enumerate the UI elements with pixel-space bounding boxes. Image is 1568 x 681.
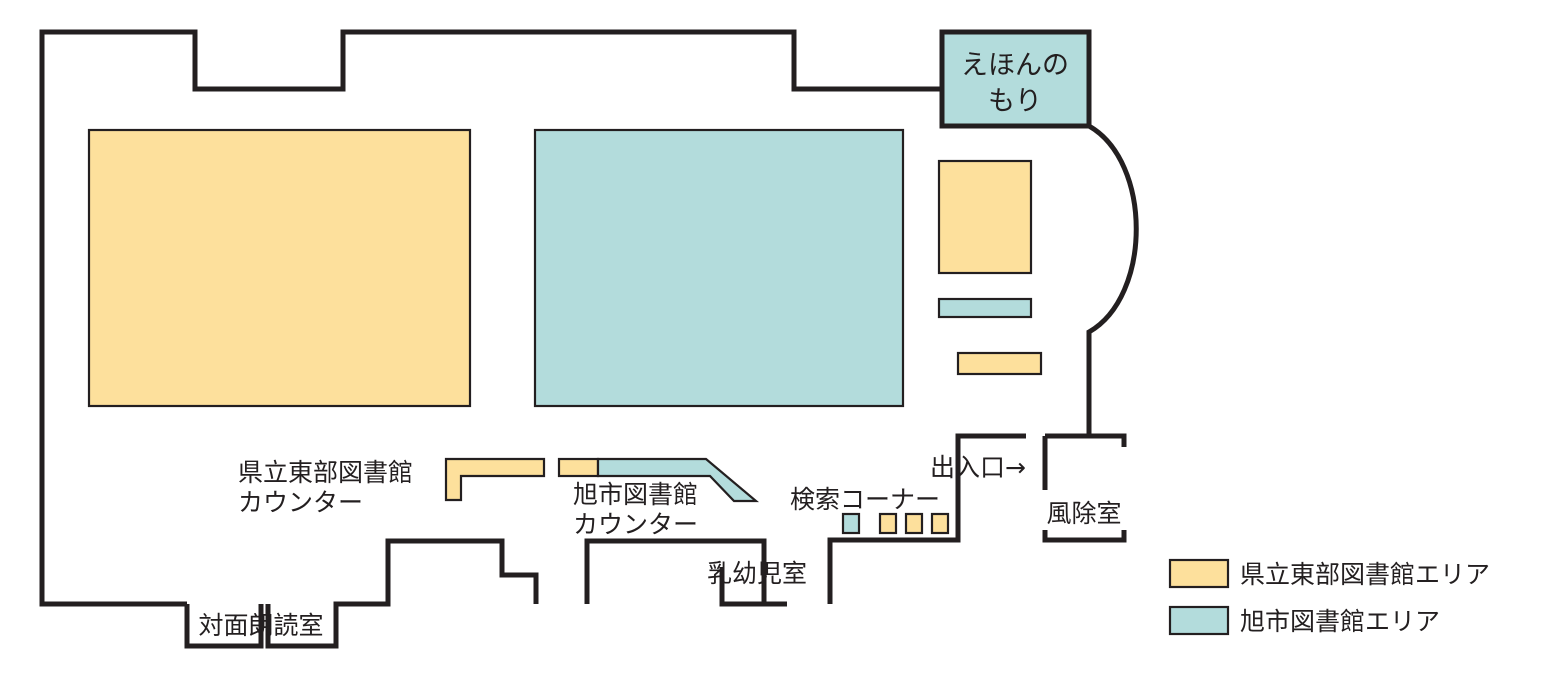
city-counter[interactable] — [596, 457, 760, 503]
nursery-room-label: 乳幼児室 — [707, 559, 807, 588]
ehon-no-mori-label-2: もり — [988, 86, 1042, 117]
outer-wall — [39, 29, 1139, 607]
reading-room-wall-left — [184, 604, 264, 649]
legend-label-city: 旭市図書館エリア — [1240, 607, 1440, 636]
nursery-wall-left — [584, 538, 787, 607]
entrance-label: 出入口→ — [930, 453, 1026, 482]
entrance-wall — [1045, 433, 1127, 447]
walls — [39, 29, 1139, 649]
search-corner-wall — [827, 433, 1026, 604]
legend: 県立東部図書館エリア 旭市図書館エリア — [1168, 558, 1490, 636]
city-shelf-right[interactable] — [937, 297, 1033, 319]
windbreak-room-wall — [1042, 436, 1127, 543]
prefectural-counter-label-2: カウンター — [238, 488, 363, 517]
prefectural-shelf-right[interactable] — [956, 351, 1043, 376]
ehon-no-mori-label-1: えほんの — [961, 50, 1069, 81]
labels: えほんの もり 県立東部図書館 カウンター 旭市図書館 カウンター 検索コーナー… — [198, 50, 1121, 640]
search-terminal-city[interactable] — [841, 512, 861, 535]
city-counter-label-1: 旭市図書館 — [573, 480, 698, 509]
prefectural-stack-area-right[interactable] — [937, 159, 1033, 275]
legend-swatch-prefectural — [1168, 558, 1230, 589]
prefectural-counter[interactable] — [444, 457, 546, 502]
search-terminal-prefectural-2[interactable] — [904, 512, 924, 535]
search-terminal-prefectural-3[interactable] — [930, 512, 950, 535]
city-stack-area-center[interactable] — [533, 128, 905, 408]
search-terminal-prefectural-1[interactable] — [878, 512, 898, 535]
search-corner-label: 検索コーナー — [790, 485, 940, 514]
ehon-no-mori-inner-wall — [939, 89, 1089, 129]
nursery-room-lower — [719, 567, 767, 607]
prefectural-counter-label-1: 県立東部図書館 — [238, 458, 413, 487]
city-counter-label-2: カウンター — [573, 510, 698, 539]
prefectural-counter-segment[interactable] — [557, 457, 600, 478]
prefectural-stack-area-left[interactable] — [87, 128, 472, 408]
legend-swatch-city — [1168, 605, 1230, 636]
windbreak-room-label: 風除室 — [1046, 499, 1121, 528]
reading-room-label: 対面朗読室 — [198, 611, 323, 640]
legend-label-prefectural: 県立東部図書館エリア — [1240, 560, 1490, 589]
reading-room-wall-right — [265, 538, 539, 649]
